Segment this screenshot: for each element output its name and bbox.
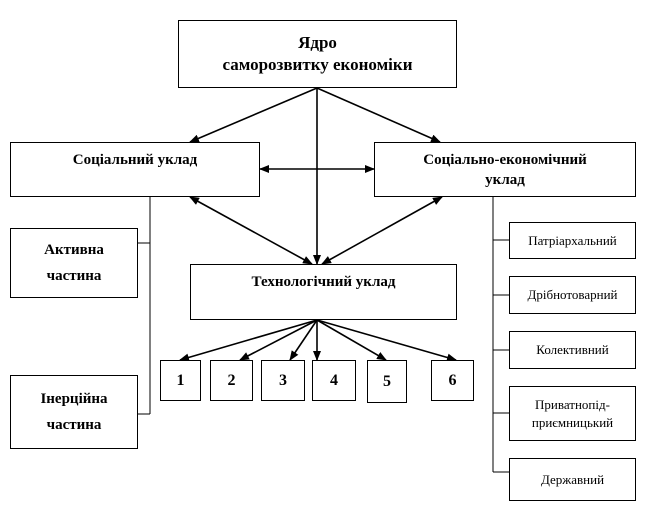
inertial-part-line2: частина [46, 417, 102, 433]
arrow-social-technological [189, 196, 313, 265]
technological-structure-label: Технологічний уклад [251, 274, 396, 290]
socioeconomic-structure-box: Соціально-економічний уклад [374, 142, 636, 197]
number-box-3: 3 [261, 360, 305, 401]
form-patriarchal: Патріархальний [528, 232, 617, 248]
socioeconomic-label-line2: уклад [485, 171, 525, 188]
number-3: 3 [279, 371, 287, 389]
socioeconomic-label-line1: Соціально-економічний [423, 151, 587, 168]
arrow-core-socioeconomic [316, 87, 441, 143]
number-2: 2 [227, 371, 236, 389]
number-4: 4 [330, 371, 338, 389]
form-box-patriarchal: Патріархальний [509, 222, 636, 259]
inertial-part-line1: Інерційна [40, 391, 108, 407]
number-box-2: 2 [210, 360, 253, 401]
number-box-4: 4 [312, 360, 356, 401]
social-structure-label: Соціальний уклад [72, 152, 198, 168]
form-box-collective: Колективний [509, 331, 636, 369]
active-part-line2: частина [46, 268, 102, 284]
arrow-tech-2 [239, 319, 318, 361]
active-part-line1: Активна [44, 242, 104, 258]
arrow-tech-1 [179, 319, 318, 362]
form-private-line2: приємницький [531, 414, 614, 430]
arrow-core-social [189, 87, 318, 143]
form-small-commodity: Дрібнотоварний [527, 287, 618, 302]
form-box-small-commodity: Дрібнотоварний [509, 276, 636, 314]
number-6: 6 [448, 371, 457, 389]
inertial-part-box: Інерційна частина [10, 375, 138, 449]
form-box-state: Державний [509, 458, 636, 501]
technological-structure-box: Технологічний уклад [190, 264, 457, 320]
core-box: Ядро саморозвитку економіки [178, 20, 457, 88]
form-state: Державний [540, 471, 605, 487]
number-box-5: 5 [367, 360, 407, 403]
number-box-6: 6 [431, 360, 474, 401]
arrow-tech-3 [289, 319, 318, 361]
form-box-private: Приватнопід- приємницький [509, 386, 636, 441]
number-5: 5 [383, 372, 391, 390]
arrow-socioeconomic-technological [321, 196, 443, 265]
core-title-line1: Ядро [298, 33, 337, 52]
number-box-1: 1 [160, 360, 201, 401]
form-collective: Колективний [536, 342, 609, 357]
core-title-line2: саморозвитку економіки [222, 55, 413, 74]
active-part-box: Активна частина [10, 228, 138, 298]
arrow-tech-6 [316, 319, 457, 362]
arrow-tech-5 [316, 319, 387, 361]
social-structure-box: Соціальний уклад [10, 142, 260, 197]
form-private-line1: Приватнопід- [535, 396, 610, 412]
number-1: 1 [176, 371, 185, 389]
